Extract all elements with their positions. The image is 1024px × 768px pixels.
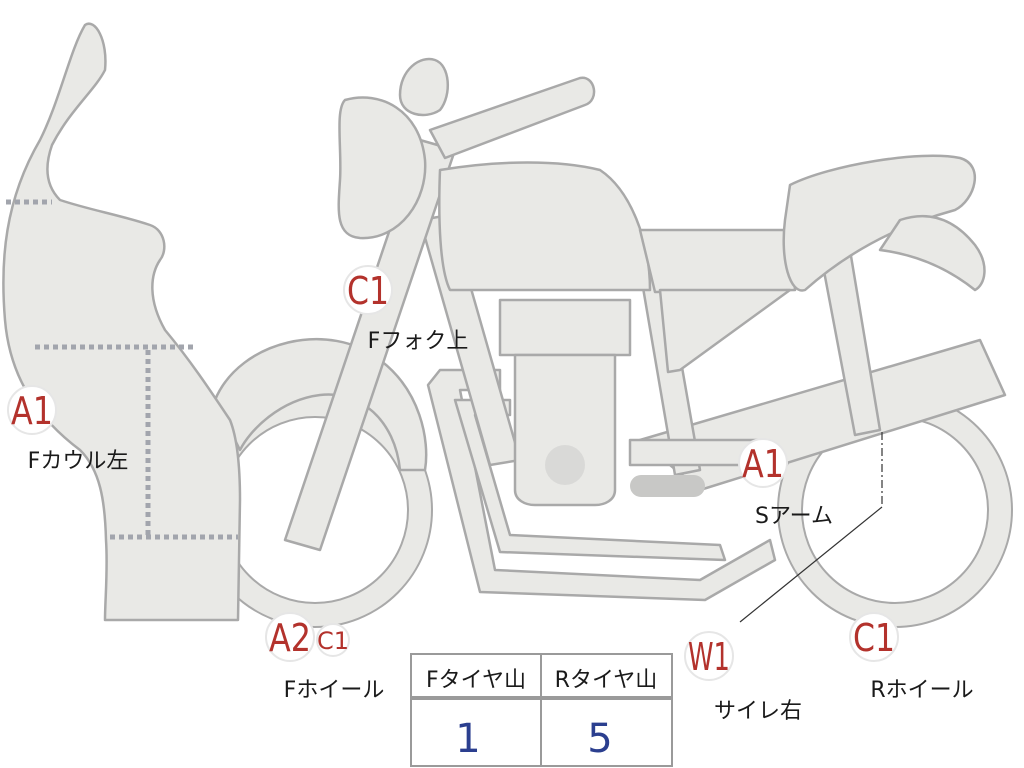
- marker-badge: [738, 438, 788, 488]
- marker-badge-secondary: [316, 623, 350, 657]
- damage-code: A1: [742, 442, 784, 486]
- handlebar: [428, 76, 596, 160]
- marker-badge: [7, 385, 57, 435]
- engine-block: [513, 353, 617, 507]
- front-cowl: [2, 22, 242, 622]
- mirror: [398, 57, 450, 117]
- damage-code: C1: [347, 269, 389, 313]
- rear-tire-value: 5: [587, 716, 612, 762]
- damage-code: C1: [853, 616, 895, 660]
- engine-cover: [545, 445, 585, 485]
- damage-code: A2: [269, 616, 311, 660]
- part-label: Fカウル左: [28, 449, 129, 474]
- marker-badge: [265, 612, 315, 662]
- damage-code: W1: [688, 635, 730, 679]
- cowl-dotted-lines: [6, 199, 238, 540]
- engine-cylinder: [498, 298, 632, 357]
- motorcycle-silhouette: [2, 22, 1013, 628]
- part-label: Fフォク上: [368, 329, 469, 354]
- seat: [782, 154, 977, 292]
- footpeg: [630, 475, 705, 497]
- side-cover-lower: [658, 288, 792, 374]
- front-tire-header: Fタイヤ山: [426, 668, 526, 693]
- marker-right-muffler: W1 サイレ右: [684, 631, 802, 724]
- damage-code: A1: [11, 389, 53, 433]
- part-label: サイレ右: [714, 699, 802, 724]
- marker-badge: [343, 265, 393, 315]
- headlight: [337, 96, 427, 240]
- side-cover: [638, 228, 797, 294]
- muffler-leader-line: [739, 432, 883, 623]
- part-label: Sアーム: [755, 504, 833, 529]
- tire-tread-table: Fタイヤ山 Rタイヤ山 1 5: [410, 653, 673, 767]
- marker-badge: [849, 612, 899, 662]
- damage-code-secondary: C1: [317, 627, 349, 655]
- front-tire-value: 1: [455, 716, 480, 762]
- rear-tire-header: Rタイヤ山: [555, 668, 658, 693]
- marker-badge: [684, 631, 734, 681]
- fuel-tank: [438, 161, 652, 292]
- tail: [878, 215, 986, 292]
- part-label: Fホイール: [284, 678, 385, 703]
- part-label: Rホイール: [870, 678, 973, 703]
- exhaust-inner: [453, 398, 727, 562]
